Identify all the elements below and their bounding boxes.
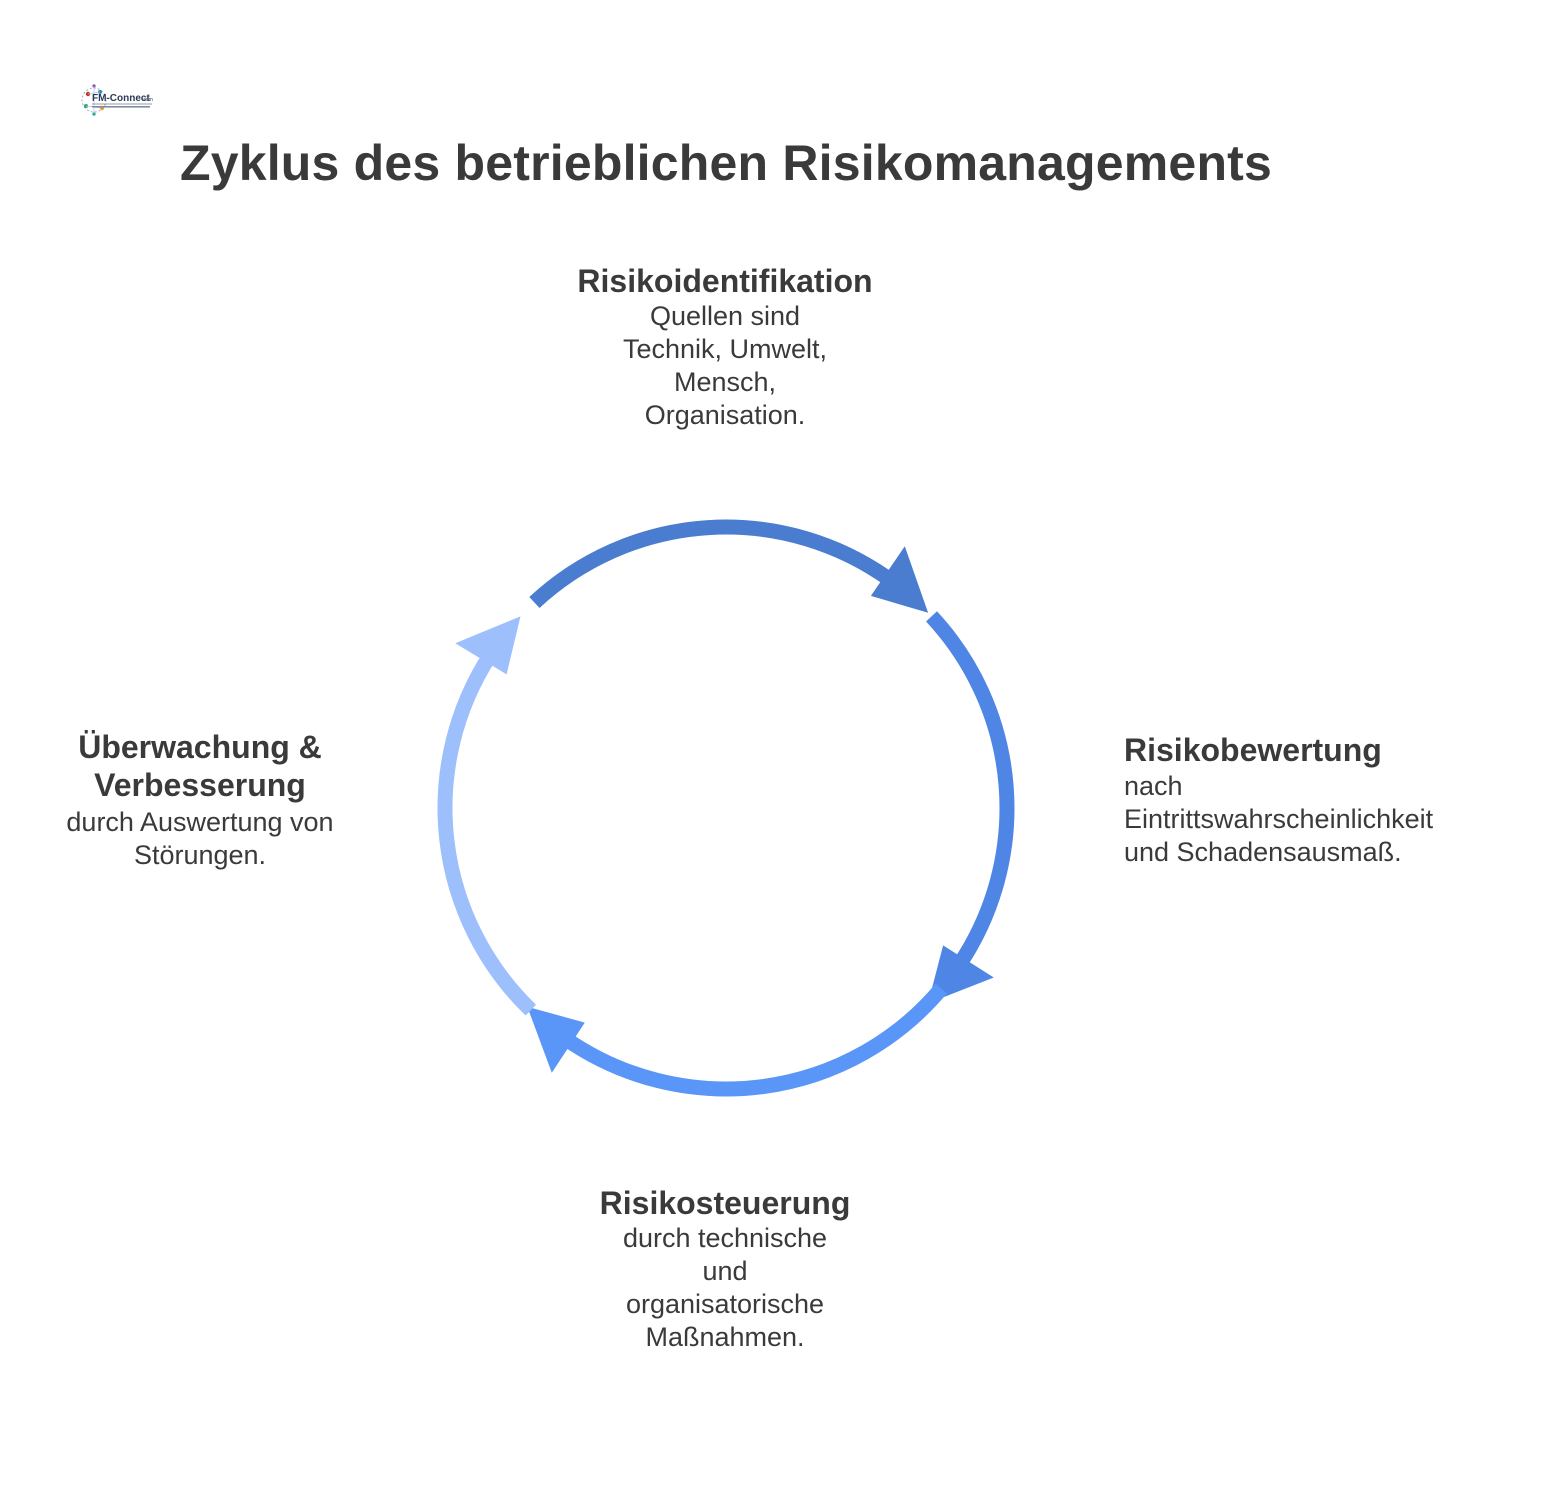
arrow-risikosteuerung-head	[527, 1006, 585, 1073]
arrow-risikoidentifikation-body	[529, 519, 895, 608]
step-description: nach Eintrittswahrscheinlichkeit und Sch…	[1124, 771, 1434, 867]
arrow-ueberwachung-head	[455, 616, 521, 675]
step-risikoidentifikation: Risikoidentifikation Quellen sind Techni…	[560, 262, 890, 432]
step-description: durch technische und organisatorische Ma…	[622, 1223, 828, 1352]
fm-connect-logo: FM-Connect .com	[78, 80, 158, 120]
step-description: Quellen sind Technik, Umwelt, Mensch, Or…	[622, 301, 828, 430]
arrow-risikoidentifikation-head	[870, 546, 929, 613]
step-risikosteuerung: Risikosteuerung durch technische und org…	[560, 1184, 890, 1354]
step-title: Risikoidentifikation	[577, 263, 873, 299]
step-risikobewertung: Risikobewertung nach Eintrittswahrschein…	[1124, 730, 1504, 869]
arrow-risikobewertung-body	[926, 611, 1015, 969]
step-description: durch Auswertung von Störungen.	[66, 807, 334, 870]
svg-text:FM-Connect: FM-Connect	[92, 93, 150, 104]
fm-connect-logo-graphic: FM-Connect .com	[81, 84, 153, 116]
arrow-risikosteuerung-body	[561, 983, 948, 1097]
step-title: Risikobewertung	[1124, 732, 1382, 768]
svg-text:.com: .com	[142, 97, 153, 103]
arrow-ueberwachung-body	[437, 651, 537, 1016]
arrow-risikobewertung-head	[928, 945, 994, 1004]
step-title: Risikosteuerung	[599, 1185, 851, 1221]
page-title: Zyklus des betrieblichen Risikomanagemen…	[179, 135, 1273, 191]
step-ueberwachung-verbesserung: Überwachung & Verbesserung durch Auswert…	[40, 728, 360, 872]
step-title: Überwachung & Verbesserung	[78, 729, 322, 803]
